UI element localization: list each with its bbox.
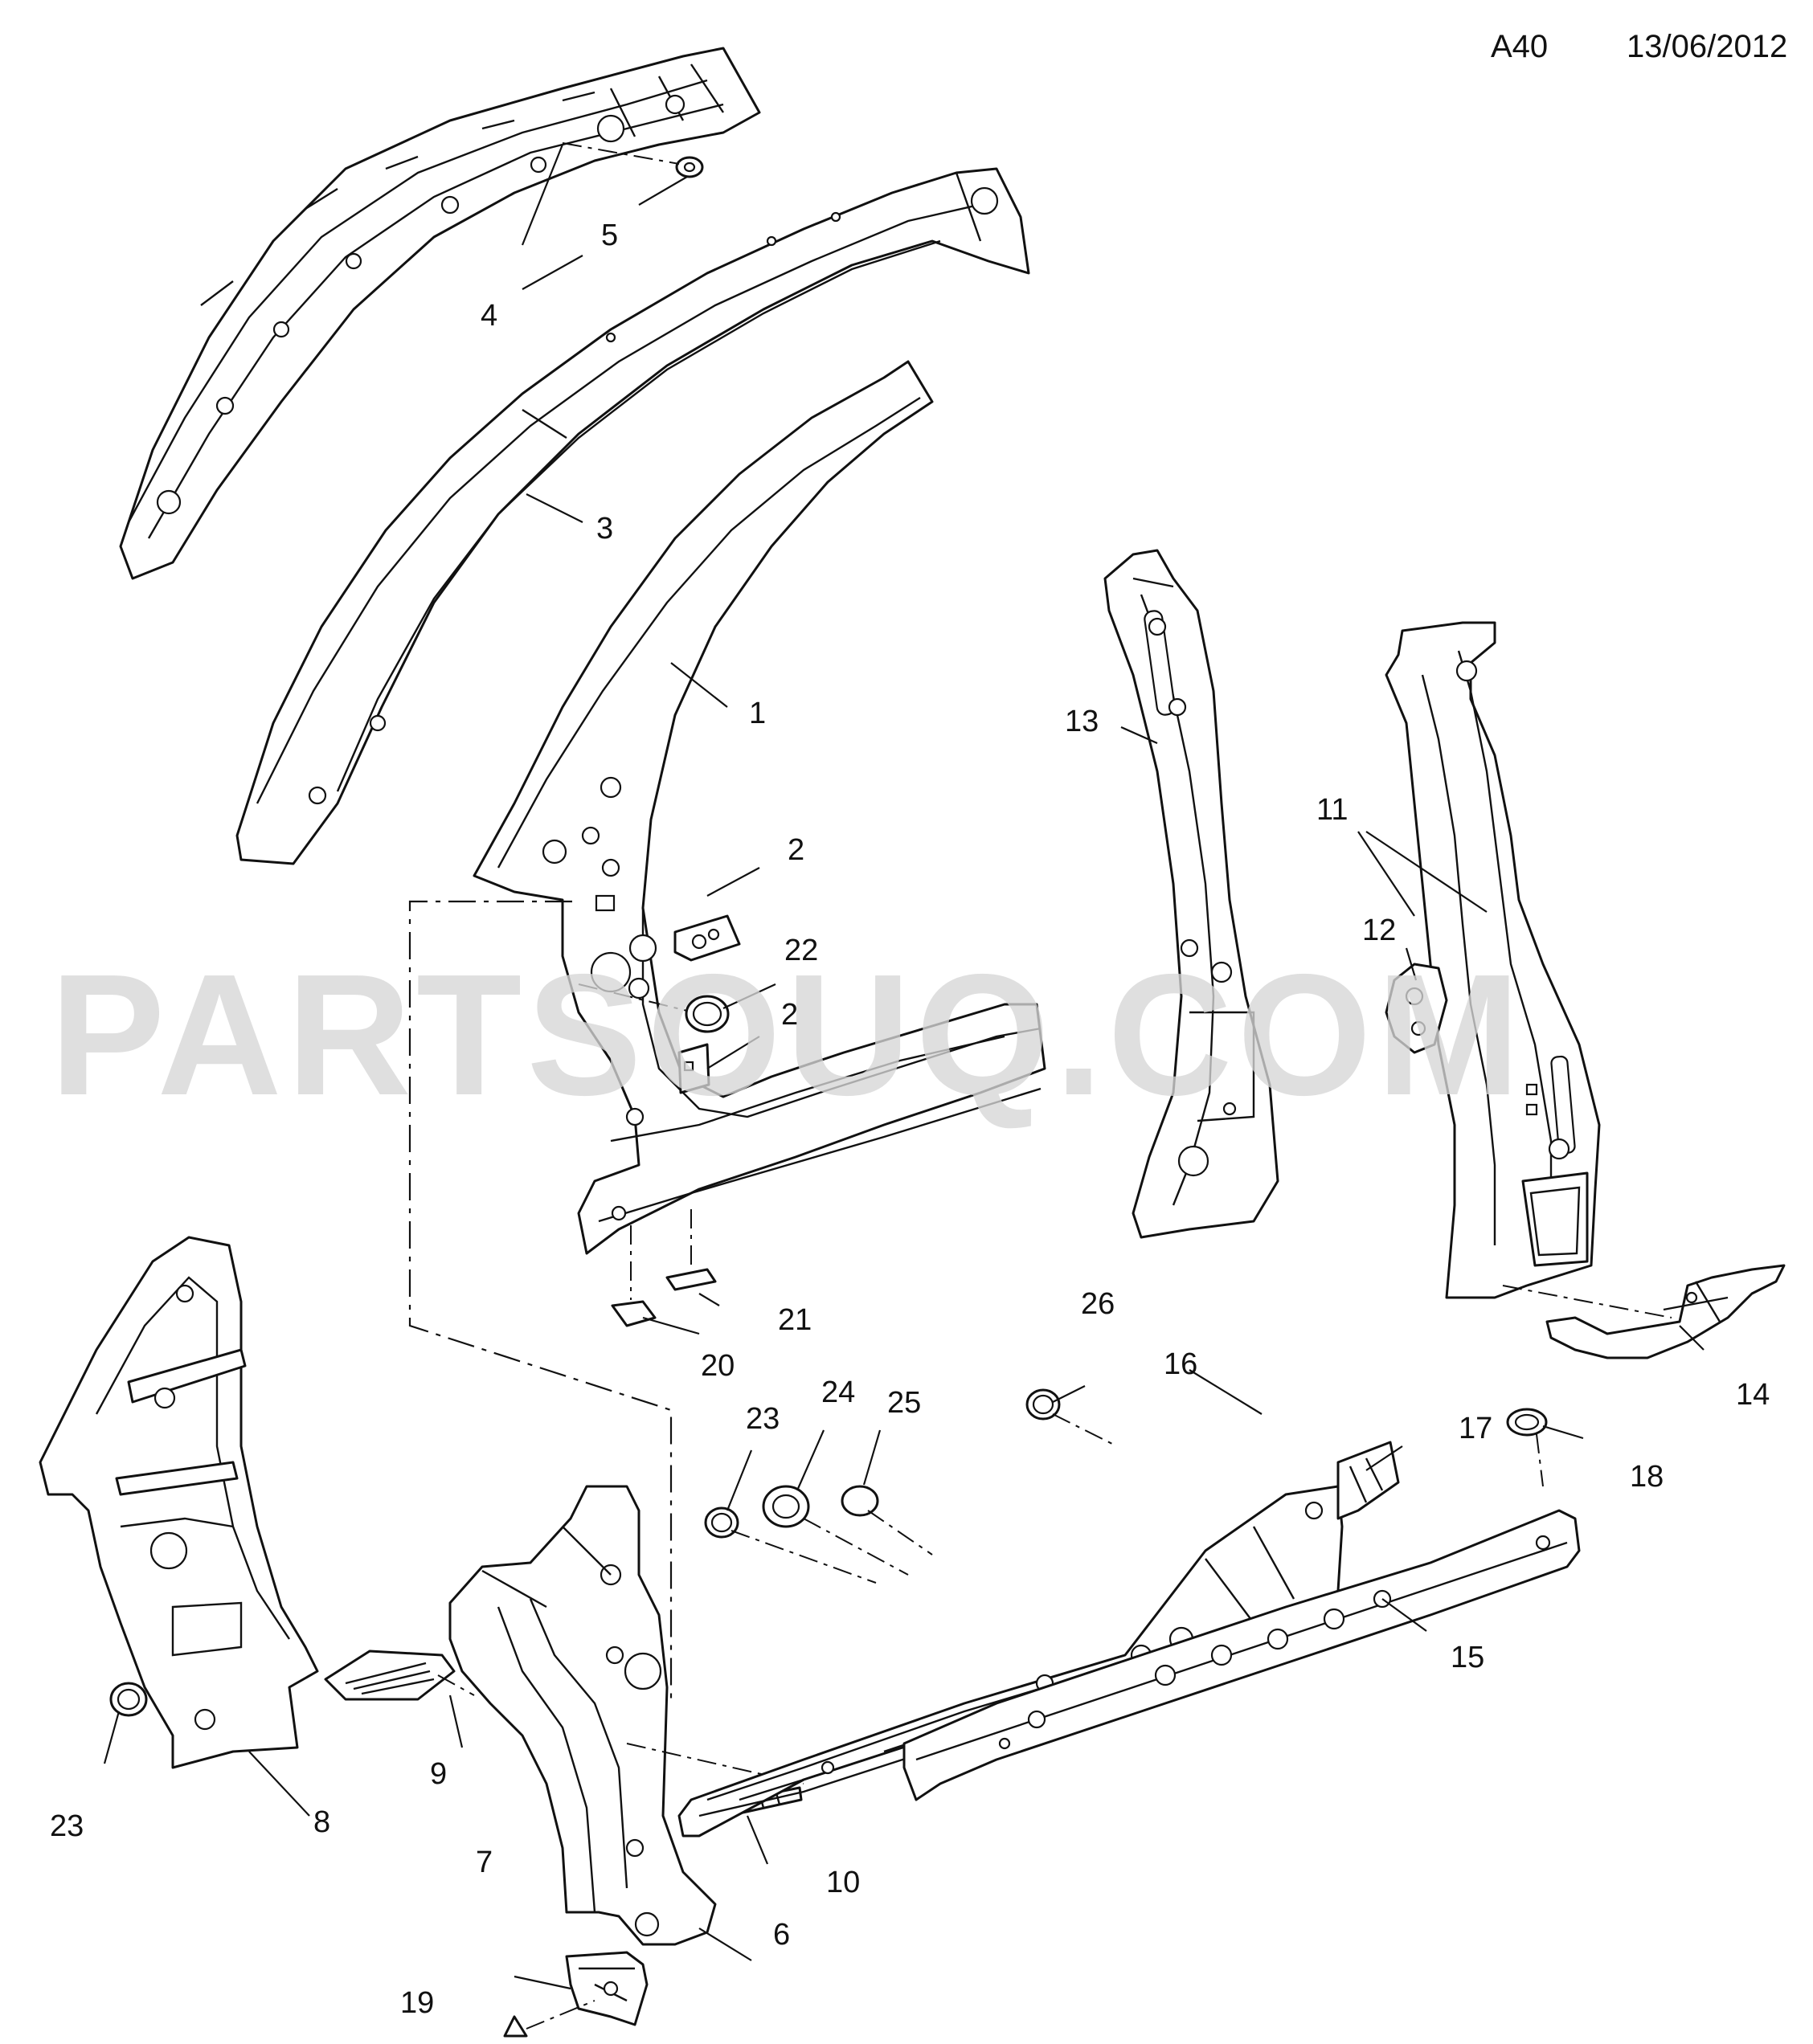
diagram-code: A40 xyxy=(1491,29,1549,64)
callout-1: 1 xyxy=(749,697,766,730)
diagram-date: 13/06/2012 xyxy=(1627,29,1788,64)
callout-20: 20 xyxy=(701,1349,735,1383)
callout-2-lower: 2 xyxy=(781,998,798,1032)
part-20-sill-plug xyxy=(611,1225,657,1327)
part-26-grommet xyxy=(1025,1388,1118,1447)
callout-5: 5 xyxy=(601,219,618,252)
part-23-grommet-rocker xyxy=(704,1506,739,1539)
part-24-grommet xyxy=(762,1485,810,1528)
part-13-b-pillar-reinforcement xyxy=(1103,549,1279,1239)
callout-21: 21 xyxy=(778,1303,812,1337)
callout-26: 26 xyxy=(1081,1287,1115,1321)
part-1-body-side-outer xyxy=(473,360,1046,1255)
callout-14: 14 xyxy=(1736,1378,1770,1412)
callout-7: 7 xyxy=(476,1846,493,1879)
callout-25: 25 xyxy=(887,1386,921,1420)
callout-18: 18 xyxy=(1630,1460,1664,1494)
callout-6: 6 xyxy=(773,1918,790,1952)
callout-labels: 1 2 2 3 4 5 6 7 8 9 10 11 12 13 14 15 16… xyxy=(50,219,1770,2020)
callout-24: 24 xyxy=(821,1376,855,1409)
part-8-rear-inner-panel xyxy=(39,1236,319,1769)
part-6-a-pillar-lower xyxy=(448,1485,804,1946)
callout-17: 17 xyxy=(1459,1412,1492,1445)
callout-15: 15 xyxy=(1451,1641,1484,1674)
callout-3: 3 xyxy=(596,512,613,546)
callout-23-left: 23 xyxy=(50,1809,84,1843)
callout-22: 22 xyxy=(784,934,818,967)
part-25-plug xyxy=(841,1485,879,1517)
part-23-grommet-left xyxy=(109,1682,148,1717)
leader-lines xyxy=(103,144,1705,1990)
part-2-bracket-lower xyxy=(677,1043,710,1094)
callout-9: 9 xyxy=(430,1757,447,1791)
callout-19: 19 xyxy=(400,1986,434,2020)
callout-11: 11 xyxy=(1316,793,1348,827)
part-19-clip xyxy=(503,2000,595,2038)
part-11-b-pillar-inner xyxy=(1385,621,1601,1299)
part-22-grommet xyxy=(578,983,730,1033)
part-17-bracket xyxy=(1336,1441,1400,1520)
grommet-centerlines xyxy=(731,1510,933,1584)
part-5-clip xyxy=(562,142,704,178)
part-12-bracket xyxy=(1385,963,1448,1054)
part-2-bracket-upper xyxy=(673,914,741,962)
part-15-rocker-reinforcement xyxy=(902,1509,1581,1801)
part-18-plug xyxy=(1506,1408,1548,1487)
part-9-vent xyxy=(324,1650,475,1701)
part-7-bracket xyxy=(565,1951,649,2026)
callout-23-rocker: 23 xyxy=(746,1402,780,1436)
callout-8: 8 xyxy=(313,1805,330,1839)
part-21-sill-plug xyxy=(665,1209,717,1291)
reference-boundary-line xyxy=(408,900,673,1703)
callout-4: 4 xyxy=(481,299,497,333)
part-4-roof-rail-inner xyxy=(119,47,761,580)
callout-2-upper: 2 xyxy=(788,833,804,867)
callout-16: 16 xyxy=(1164,1347,1197,1381)
callout-13: 13 xyxy=(1065,705,1099,738)
watermark-text: PARTSOUQ.COM xyxy=(50,938,1525,1131)
callout-12: 12 xyxy=(1362,914,1396,947)
part-3-roof-side-rail xyxy=(235,167,1030,865)
callout-10: 10 xyxy=(826,1866,860,1899)
part-14-bracket xyxy=(1502,1264,1786,1359)
